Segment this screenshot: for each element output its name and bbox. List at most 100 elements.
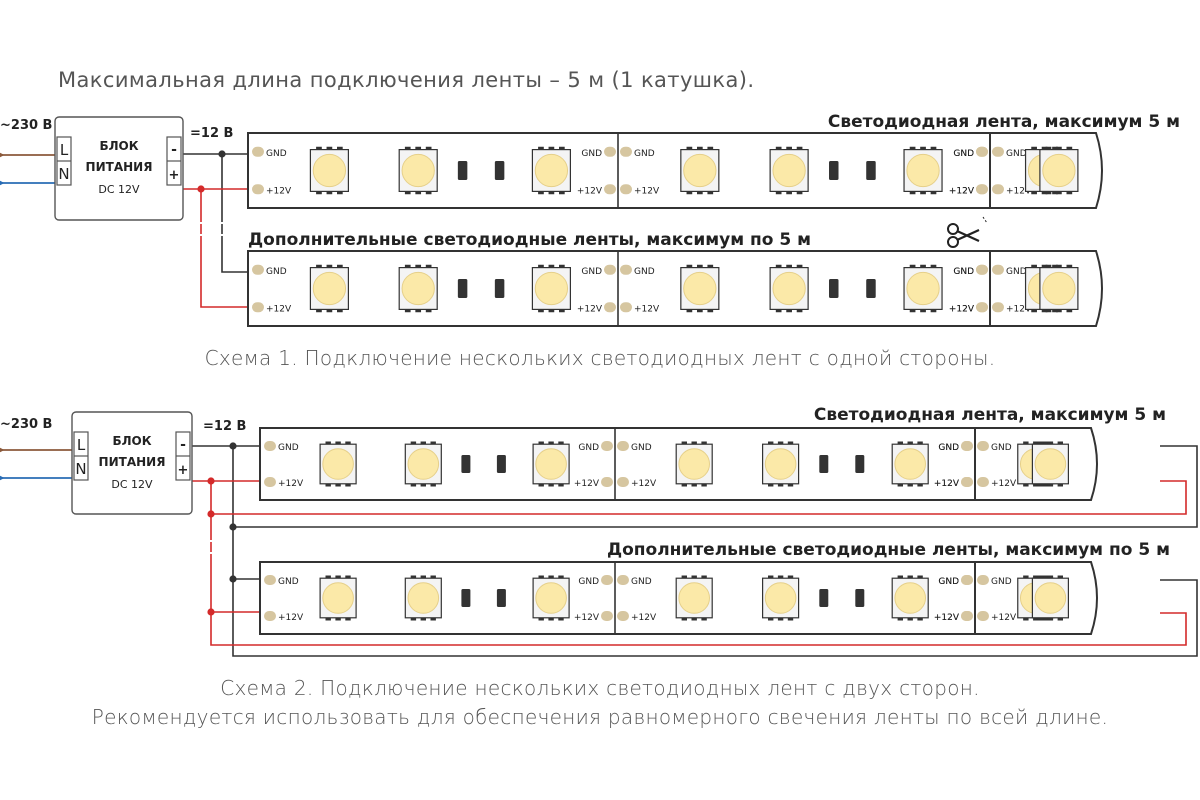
led-lead bbox=[1042, 617, 1049, 621]
led-lead bbox=[345, 483, 351, 487]
led-lead bbox=[917, 483, 923, 487]
solder-pad bbox=[264, 611, 276, 621]
led-lead bbox=[930, 146, 937, 150]
led-emitter bbox=[678, 448, 711, 480]
psu-model: DC 12V bbox=[98, 183, 140, 196]
led-emitter bbox=[683, 153, 717, 188]
plus12-label: +12V bbox=[577, 304, 603, 314]
led-lead bbox=[538, 483, 544, 487]
led-lead bbox=[1041, 146, 1048, 150]
solder-pad bbox=[977, 441, 989, 451]
led-lead bbox=[326, 146, 333, 150]
solder-pad bbox=[977, 575, 989, 585]
plus12-label: +12V bbox=[949, 304, 975, 314]
led-lead bbox=[1033, 575, 1039, 579]
led-lead bbox=[920, 146, 926, 150]
scheme2-caption-line1: Схема 2. Подключение нескольких светодио… bbox=[220, 676, 980, 700]
led-lead bbox=[1056, 264, 1062, 268]
led-lead bbox=[1057, 483, 1063, 487]
led-lead bbox=[1045, 146, 1052, 150]
solder-pad bbox=[252, 146, 264, 157]
solder-pad bbox=[961, 441, 973, 451]
led-lead bbox=[696, 191, 703, 195]
led-lead bbox=[415, 191, 422, 195]
led-lead bbox=[1057, 617, 1063, 621]
led-lead bbox=[1023, 617, 1029, 621]
plus12-label: +12V bbox=[278, 613, 304, 623]
dc-output-label: =12 В bbox=[203, 419, 246, 434]
scissors-icon bbox=[947, 216, 988, 248]
led-emitter bbox=[1034, 448, 1067, 480]
solder-pad bbox=[264, 575, 276, 585]
led-lead bbox=[548, 483, 554, 487]
resistor-icon bbox=[829, 279, 839, 298]
led-lead bbox=[686, 146, 693, 150]
solder-pad bbox=[604, 184, 616, 195]
plus12-label: +12V bbox=[934, 479, 960, 489]
led-lead bbox=[777, 617, 784, 621]
solder-pad bbox=[976, 184, 988, 195]
led-lead bbox=[1066, 191, 1073, 195]
scheme1-caption: Схема 1. Подключение нескольких светодио… bbox=[204, 346, 996, 370]
led-lead bbox=[558, 617, 564, 621]
led-lead bbox=[701, 575, 707, 579]
scheme2-main-title: Светодиодная лента, максимум 5 м bbox=[814, 405, 1166, 425]
led-lead bbox=[430, 617, 436, 621]
led-lead bbox=[691, 483, 697, 487]
led-lead bbox=[786, 264, 792, 268]
plus12-label: +12V bbox=[574, 479, 600, 489]
solder-pad bbox=[620, 302, 632, 313]
solder-pad bbox=[604, 264, 616, 275]
led-lead bbox=[404, 309, 411, 313]
plus12-label: +12V bbox=[631, 479, 657, 489]
led-lead bbox=[1042, 575, 1049, 579]
led-lead bbox=[775, 191, 782, 195]
led-emitter bbox=[894, 582, 927, 614]
led-lead bbox=[1047, 441, 1054, 445]
led-lead bbox=[335, 441, 341, 445]
led-lead bbox=[325, 575, 331, 579]
led-strip-body bbox=[247, 250, 1085, 327]
scheme1-extra-title: Дополнительные светодиодные ленты, макси… bbox=[248, 230, 811, 250]
led-lead bbox=[559, 191, 565, 195]
resistor-icon bbox=[494, 161, 505, 180]
led-lead bbox=[345, 441, 351, 445]
led-lead bbox=[430, 441, 436, 445]
led-lead bbox=[548, 146, 555, 150]
led-lead bbox=[425, 146, 432, 150]
gnd-label: GND bbox=[266, 267, 287, 277]
gnd-label: GND bbox=[631, 443, 652, 453]
led-lead bbox=[345, 617, 351, 621]
gnd-label: GND bbox=[578, 577, 599, 587]
gnd-label: GND bbox=[953, 149, 974, 159]
led-lead bbox=[897, 617, 903, 621]
solder-pad bbox=[601, 477, 613, 487]
led-lead bbox=[777, 441, 784, 445]
led-lead bbox=[707, 264, 714, 268]
led-emitter bbox=[906, 153, 940, 188]
resistor-icon bbox=[819, 589, 829, 607]
solder-pad bbox=[617, 441, 629, 451]
led-lead bbox=[681, 483, 687, 487]
led-lead bbox=[796, 191, 803, 195]
resistor-icon bbox=[829, 161, 839, 180]
led-emitter bbox=[678, 582, 711, 614]
led-lead bbox=[559, 146, 565, 150]
led-lead bbox=[1045, 309, 1052, 313]
led-emitter bbox=[312, 153, 347, 188]
led-emitter bbox=[894, 448, 927, 480]
plus12-label: +12V bbox=[949, 186, 975, 196]
led-lead bbox=[707, 146, 714, 150]
plus12-label: +12V bbox=[631, 613, 657, 623]
led-lead bbox=[1042, 441, 1049, 445]
led-lead bbox=[686, 191, 693, 195]
psu-terminal-l: L bbox=[77, 436, 86, 454]
led-lead bbox=[707, 191, 714, 195]
plus12-label: +12V bbox=[574, 613, 600, 623]
led-lead bbox=[701, 441, 707, 445]
psu-title-2: ПИТАНИЯ bbox=[99, 455, 166, 469]
led-lead bbox=[538, 575, 544, 579]
led-lead bbox=[917, 441, 923, 445]
solder-pad bbox=[992, 264, 1004, 275]
gnd-label: GND bbox=[266, 149, 287, 159]
